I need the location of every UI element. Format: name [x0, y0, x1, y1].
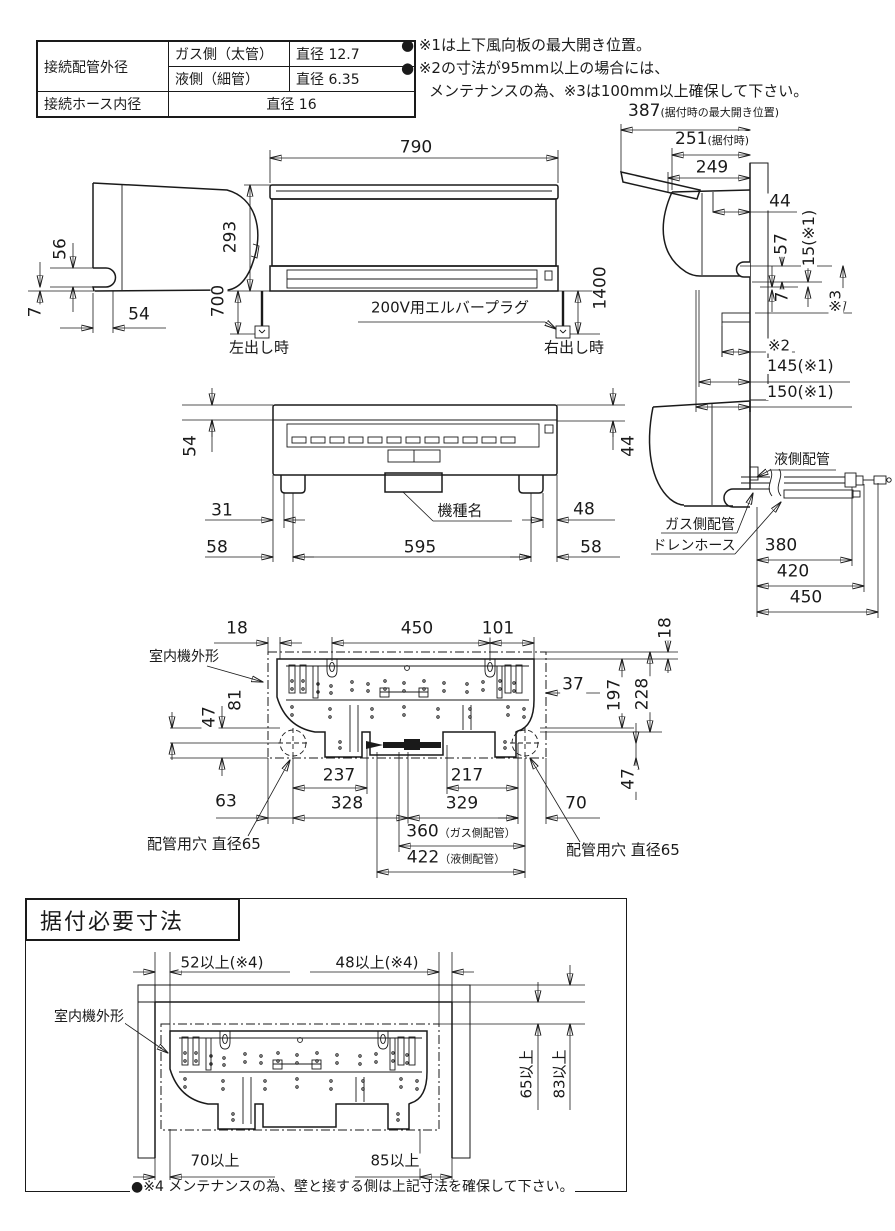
dim-387-note: (据付時の最大開き位置) — [660, 106, 780, 119]
label-gas-pipe: ガス側配管 — [665, 517, 735, 533]
install-section-title-box: 据付必要寸法 — [25, 898, 240, 941]
dim-249: 249 — [693, 157, 731, 178]
note-1: ● ※1は上下風向板の最大開き位置。 — [401, 36, 651, 54]
dim-48: 48 — [571, 499, 597, 520]
spec-hose-id-label: 接続ホース内径 — [36, 91, 169, 118]
dim-101: 101 — [479, 618, 517, 639]
install-section-title: 据付必要寸法 — [40, 909, 185, 935]
dim-63: 63 — [213, 791, 239, 812]
dim-44-wall: 44 — [767, 191, 793, 212]
pipe-side-view — [648, 400, 892, 618]
install-section-border — [25, 898, 627, 1192]
dim-360-value: 360 — [406, 821, 439, 842]
dim-65-min: 65以上 — [517, 1047, 536, 1101]
dim-1400: 1400 — [590, 264, 611, 312]
dim-70-min: 70以上 — [188, 1151, 242, 1170]
label-liquid-pipe: 液側配管 — [774, 452, 830, 468]
dim-197: 197 — [604, 676, 625, 714]
dim-595: 595 — [401, 537, 439, 558]
dim-422-note: （液側配管） — [439, 852, 506, 866]
dim-7: 7 — [25, 304, 46, 320]
dim-217: 217 — [448, 765, 486, 786]
dim-7-wall: 7 — [772, 289, 793, 305]
label-pipe-hole-right: 配管用穴 直径65 — [565, 841, 681, 859]
install-clearance-view — [122, 952, 585, 1182]
dim-422: 422（液側配管） — [404, 847, 508, 868]
label-left-out: 左出し時 — [228, 338, 290, 357]
dim-70: 70 — [563, 793, 589, 814]
dim-56: 56 — [50, 236, 71, 262]
dim-251-note: (据付時) — [707, 134, 750, 147]
dim-star2: ※2 — [765, 336, 793, 355]
bottom-view — [182, 388, 625, 562]
dim-450-pipe: 450 — [787, 587, 825, 608]
dim-251: 251(据付時) — [674, 129, 751, 149]
dim-18-left: 18 — [224, 618, 250, 639]
dim-83-min: 83以上 — [550, 1047, 569, 1101]
dim-57: 57 — [771, 231, 792, 257]
dim-48-min: 48以上(※4) — [333, 953, 421, 972]
note-3: メンテナンスの為、※3は100mm以上確保して下さい。 — [429, 82, 809, 100]
label-plug: 200V用エルバープラグ — [371, 298, 529, 317]
dim-37: 37 — [560, 674, 586, 695]
dim-293: 293 — [220, 218, 241, 256]
dim-150: 150(※1) — [766, 382, 835, 401]
front-view — [226, 150, 600, 339]
dim-251-value: 251 — [675, 129, 708, 149]
label-pipe-hole-left: 配管用穴 直径65 — [146, 835, 262, 853]
label-model-name: 機種名 — [437, 501, 483, 520]
dim-15: 15(※1) — [799, 207, 818, 269]
dim-58-left: 58 — [204, 537, 230, 558]
dim-31: 31 — [209, 500, 235, 521]
dim-54-bottom: 54 — [180, 433, 201, 459]
dim-380: 380 — [762, 535, 800, 556]
install-note: ●※4 メンテナンスの為、壁と接する側は上記寸法を確保して下さい。 — [130, 1179, 575, 1195]
dim-145: 145(※1) — [766, 356, 835, 375]
label-drain-hose: ドレンホース — [652, 538, 736, 554]
dim-360-note: （ガス側配管） — [438, 826, 516, 840]
dim-47-left: 47 — [199, 704, 220, 730]
dim-387: 387(据付時の最大開き位置) — [627, 101, 781, 121]
dim-52-min: 52以上(※4) — [178, 953, 266, 972]
dim-328: 328 — [328, 793, 366, 814]
note-2: ● ※2の寸法が95mm以上の場合には、 — [401, 59, 670, 77]
spec-gas-label: ガス側（太管） — [168, 40, 290, 67]
dim-54: 54 — [126, 304, 152, 325]
dim-790: 790 — [397, 137, 435, 158]
spec-liquid-label: 液側（細管） — [168, 66, 290, 92]
dim-700: 700 — [208, 282, 229, 320]
dim-237: 237 — [320, 765, 358, 786]
rear-view — [170, 637, 678, 878]
label-unit-outline-rear: 室内機外形 — [148, 649, 220, 665]
dim-228: 228 — [632, 675, 653, 713]
dim-387-value: 387 — [628, 101, 661, 121]
dim-420: 420 — [774, 561, 812, 582]
dim-329: 329 — [443, 793, 481, 814]
dim-450-rear: 450 — [398, 618, 436, 639]
spec-hose-id-value: 直径 16 — [168, 91, 416, 118]
label-right-out: 右出し時 — [543, 338, 605, 357]
spec-liquid-value: 直径 6.35 — [289, 66, 416, 92]
spec-gas-value: 直径 12.7 — [289, 40, 416, 67]
dim-360: 360（ガス側配管） — [404, 821, 518, 842]
spec-pipe-od-label: 接続配管外径 — [36, 40, 169, 92]
dim-star3: ※3 — [826, 287, 845, 315]
dim-85-min: 85以上 — [368, 1151, 422, 1170]
dim-422-value: 422 — [406, 847, 440, 868]
label-unit-outline-install: 室内機外形 — [53, 1009, 125, 1025]
dim-18-right: 18 — [655, 615, 676, 641]
pipe-spec-table: 接続配管外径 ガス側（太管） 直径 12.7 液側（細管） 直径 6.35 接続… — [36, 40, 416, 118]
dim-81: 81 — [225, 687, 246, 713]
dim-47-right: 47 — [618, 766, 639, 792]
dim-58-right: 58 — [578, 537, 604, 558]
dim-44-bottom: 44 — [618, 433, 639, 459]
